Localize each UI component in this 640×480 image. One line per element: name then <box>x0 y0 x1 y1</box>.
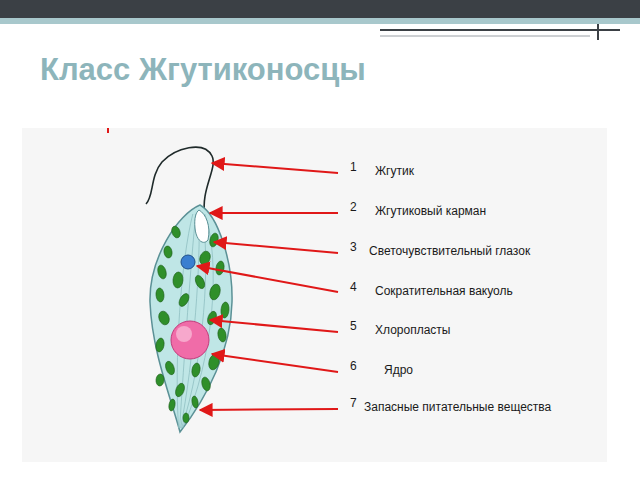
deco-line <box>597 24 599 40</box>
deco-line <box>380 29 620 31</box>
flagellum <box>146 147 213 216</box>
chloroplast <box>156 264 167 280</box>
red-mark <box>107 128 109 133</box>
chloroplast <box>174 382 186 398</box>
chloroplast <box>155 288 164 303</box>
part-name: Хлоропласты <box>375 323 450 337</box>
callout-number: 7 <box>350 396 357 410</box>
eyespot <box>181 255 195 269</box>
callout-number: 5 <box>350 319 357 333</box>
part-name: Жгутиковый карман <box>375 204 486 218</box>
slide-title: Класс Жгутиконосцы <box>40 52 366 88</box>
chloroplast <box>208 283 222 301</box>
chloroplast <box>172 272 183 289</box>
chloroplast <box>193 274 206 290</box>
chloroplast <box>155 374 164 387</box>
part-name: Ядро <box>384 363 413 377</box>
leader-line <box>200 409 338 410</box>
euglena-body <box>150 205 232 432</box>
chloroplast <box>170 225 182 239</box>
chloroplast <box>163 245 173 258</box>
chloroplast <box>157 310 171 327</box>
chloroplast <box>177 292 191 308</box>
image-panel <box>22 128 607 462</box>
nucleolus <box>176 326 192 342</box>
leader-line <box>214 242 338 253</box>
callout-number: 1 <box>350 160 357 174</box>
flagellar-pocket <box>195 210 209 242</box>
leader-line <box>197 266 338 292</box>
deco-line <box>380 36 590 37</box>
chloroplast <box>168 399 176 412</box>
chloroplast <box>200 376 211 392</box>
top-strip <box>0 18 640 24</box>
top-bar <box>0 0 640 18</box>
leader-lines <box>197 163 338 410</box>
chloroplast <box>208 232 219 248</box>
leader-line <box>212 354 338 372</box>
chloroplast <box>215 260 225 275</box>
chloroplast <box>164 360 176 376</box>
chloroplast <box>191 396 199 409</box>
leader-line <box>210 320 338 332</box>
part-name: Запасные питательные вещества <box>364 400 551 414</box>
chloroplast <box>217 327 227 342</box>
chloroplast <box>206 310 218 326</box>
part-name: Светочувствительный глазок <box>369 244 530 258</box>
leader-line <box>210 212 338 214</box>
nucleus <box>171 321 209 359</box>
part-name: Сократительная вакуоль <box>375 284 513 298</box>
chloroplast <box>191 362 201 377</box>
chloroplast <box>183 413 189 423</box>
chloroplast <box>220 302 229 319</box>
chloroplast <box>155 337 165 352</box>
chloroplast <box>198 250 212 267</box>
callout-number: 4 <box>350 280 357 294</box>
callout-number: 6 <box>350 359 357 373</box>
chloroplasts <box>155 225 230 423</box>
part-name: Жгутик <box>375 164 414 178</box>
callout-number: 3 <box>350 240 357 254</box>
leader-line <box>212 163 338 173</box>
callout-number: 2 <box>350 200 357 214</box>
